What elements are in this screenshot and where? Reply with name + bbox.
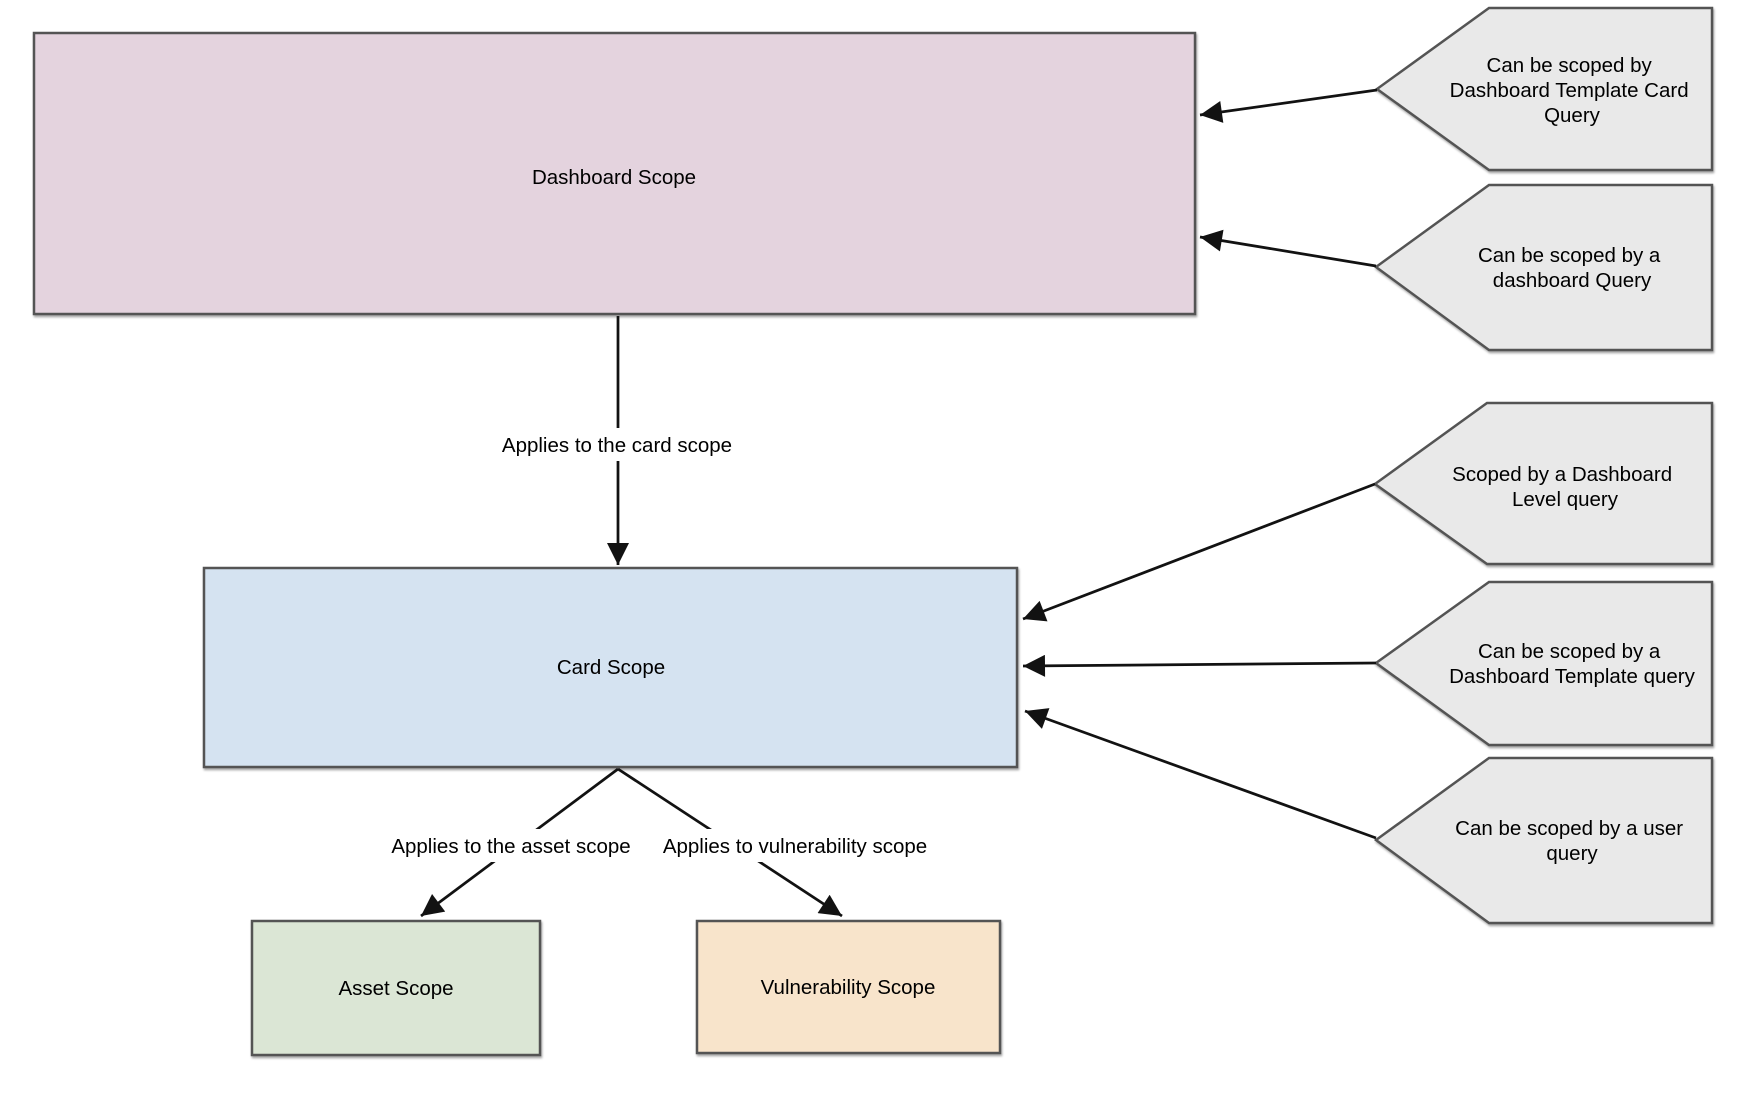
callout-dashboard-template-card-query [1374,6,1714,172]
node-shapes [32,6,1714,1057]
halo-vulnerability-label [657,829,934,862]
callout-dashboard-template-query [1373,580,1714,747]
arrow-dashboard-level-query-to-card [1022,482,1376,622]
arrow-dashboard-template-query-to-card [1022,654,1377,677]
dashboard-scope-label: Dashboard Scope [532,166,696,189]
callout-dashboard-query-label: Can be scoped by a dashboard Query [1478,244,1666,292]
callout-user-query-label: Can be scoped by a user query [1455,817,1689,865]
callout-dashboard-level-query [1372,401,1714,566]
dashboard-scope-node [32,31,1197,316]
edge-label-applies-to-asset-scope: Applies to the asset scope [391,835,630,858]
edge-label-applies-to-card-scope: Applies to the card scope [502,434,732,457]
edge-label-applies-to-vulnerability-scope: Applies to vulnerability scope [663,835,927,858]
arrow-user-query-to-card [1024,708,1377,840]
arrow-template-card-query-to-dashboard [1199,88,1378,123]
card-scope-label: Card Scope [557,656,665,679]
vulnerability-scope-label: Vulnerability Scope [761,976,936,999]
edge-label-halos [383,428,934,862]
callout-dashboard-level-query-label: Scoped by a Dashboard Level query [1452,463,1678,511]
asset-scope-node [250,919,542,1057]
asset-scope-label: Asset Scope [338,977,453,1000]
labels: Dashboard Scope Card Scope Asset Scope V… [338,54,1695,1000]
halo-card-label [492,428,742,461]
callout-user-query [1373,756,1714,925]
callout-dashboard-template-query-label: Can be scoped by a Dashboard Template qu… [1449,640,1696,688]
arrow-dashboard-query-to-dashboard [1199,229,1377,268]
callout-template-card-query-label: Can be scoped by Dashboard Template Card… [1450,54,1695,127]
card-scope-node [202,566,1019,769]
halo-asset-label [383,829,639,862]
vulnerability-scope-node [695,919,1002,1055]
callout-dashboard-query [1373,183,1714,352]
